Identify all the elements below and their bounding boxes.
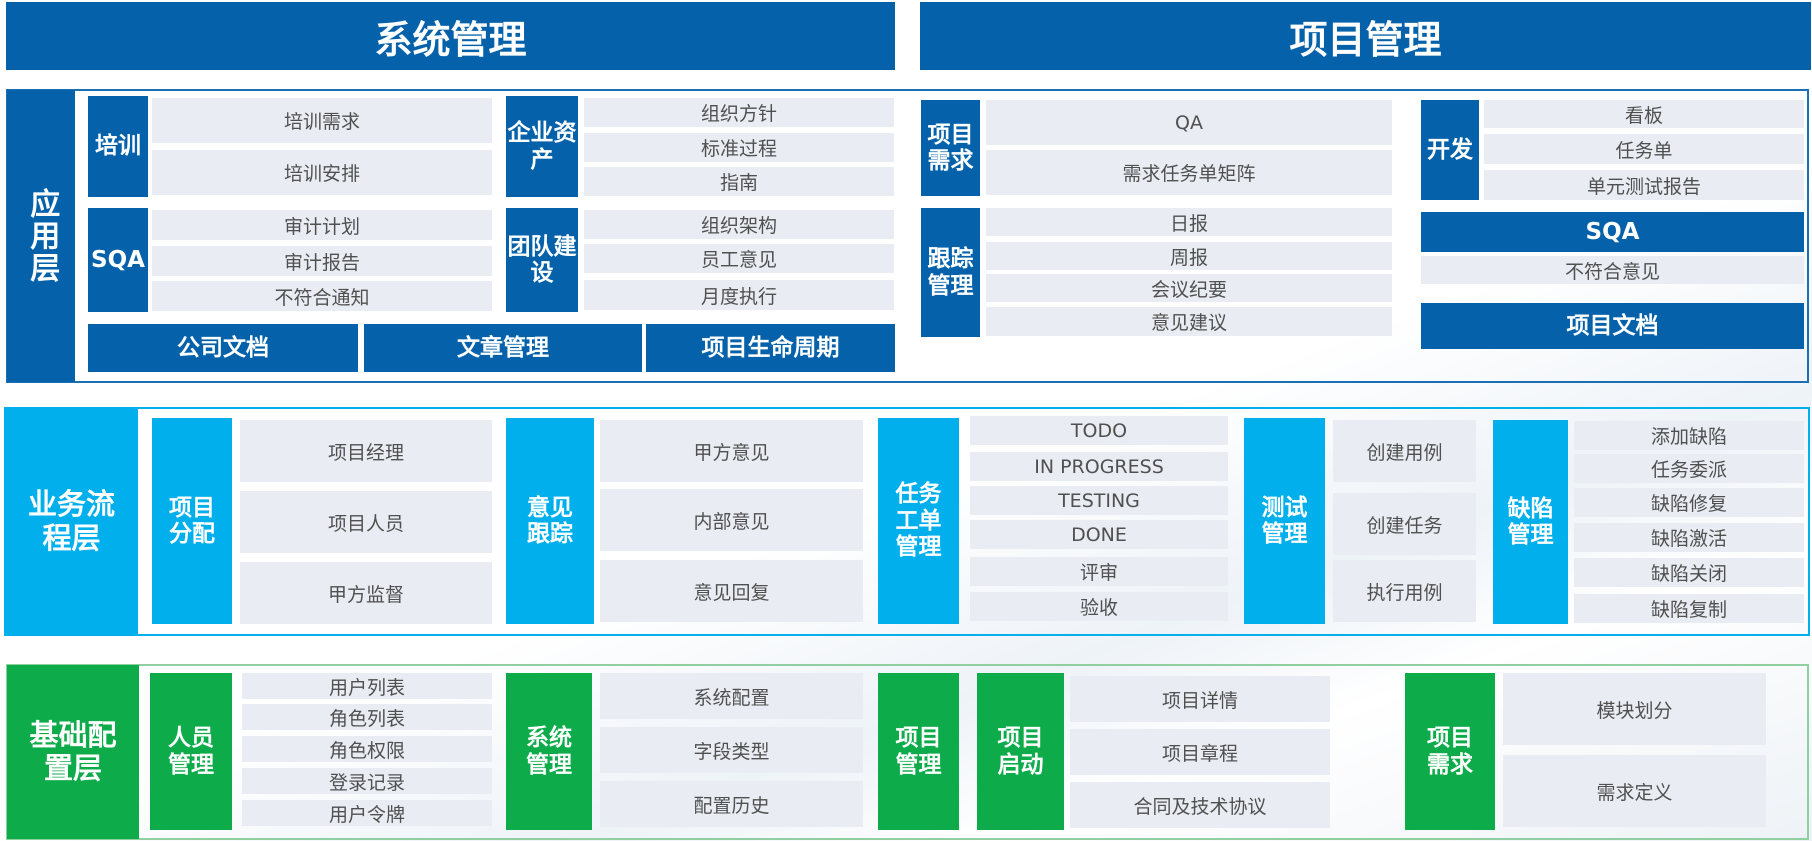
development-item[interactable]: 任务单: [1484, 134, 1804, 164]
project-requirements-item[interactable]: QA: [986, 100, 1392, 145]
tracking-item[interactable]: 意见建议: [986, 307, 1392, 336]
base-project-requirements-item[interactable]: 需求定义: [1503, 755, 1766, 827]
project-assignment-item[interactable]: 项目经理: [240, 420, 492, 482]
training-label: 培训: [88, 96, 148, 197]
development-label: 开发: [1421, 100, 1479, 200]
project-kickoff-item[interactable]: 合同及技术协议: [1070, 782, 1330, 828]
development-item[interactable]: 看板: [1484, 100, 1804, 128]
project-requirements-label: 项目需求: [921, 100, 980, 196]
project-assignment-item[interactable]: 甲方监督: [240, 562, 492, 624]
project-kickoff-label: 项目启动: [977, 673, 1064, 830]
task-ticket-label: 任务工单管理: [878, 418, 959, 624]
task-status-item[interactable]: IN PROGRESS: [970, 452, 1228, 481]
people-management-label: 人员管理: [150, 673, 232, 830]
feedback-item[interactable]: 意见回复: [600, 560, 863, 622]
test-management-label: 测试管理: [1244, 418, 1325, 624]
people-item[interactable]: 角色列表: [242, 704, 492, 730]
project-kickoff-item[interactable]: 项目详情: [1070, 676, 1330, 722]
header-project-management: 项目管理: [920, 2, 1811, 70]
tracking-item[interactable]: 会议纪要: [986, 274, 1392, 302]
base-layer-label: 基础配置层: [7, 665, 139, 839]
tracking-item[interactable]: 周报: [986, 242, 1392, 270]
defect-management-label: 缺陷管理: [1493, 420, 1568, 624]
system-item[interactable]: 配置历史: [600, 781, 863, 827]
team-building-label: 团队建设: [506, 208, 578, 312]
team-building-item[interactable]: 月度执行: [584, 280, 894, 310]
test-item[interactable]: 创建用例: [1333, 420, 1476, 482]
project-kickoff-item[interactable]: 项目章程: [1070, 729, 1330, 775]
team-building-item[interactable]: 员工意见: [584, 244, 894, 273]
enterprise-assets-item[interactable]: 组织方针: [584, 98, 894, 127]
enterprise-assets-label: 企业资产: [506, 96, 578, 197]
project-assignment-label: 项目分配: [152, 418, 232, 624]
project-sqa-bar: SQA: [1421, 212, 1804, 252]
feedback-tracking-label: 意见跟踪: [506, 418, 594, 624]
project-requirements-item[interactable]: 需求任务单矩阵: [986, 150, 1392, 195]
base-project-requirements-item[interactable]: 模块划分: [1503, 673, 1766, 745]
task-status-item[interactable]: 评审: [970, 557, 1228, 586]
people-item[interactable]: 登录记录: [242, 768, 492, 794]
task-status-item[interactable]: DONE: [970, 520, 1228, 549]
defect-item[interactable]: 任务委派: [1574, 454, 1804, 483]
development-item[interactable]: 单元测试报告: [1484, 170, 1804, 200]
people-item[interactable]: 用户列表: [242, 673, 492, 699]
test-item[interactable]: 执行用例: [1333, 560, 1476, 622]
enterprise-assets-item[interactable]: 指南: [584, 167, 894, 196]
feedback-item[interactable]: 内部意见: [600, 489, 863, 551]
sqa-item[interactable]: 审计计划: [152, 210, 492, 240]
sqa-item[interactable]: 不符合通知: [152, 281, 492, 311]
task-status-item[interactable]: 验收: [970, 592, 1228, 621]
biz-layer-label: 业务流程层: [5, 408, 138, 635]
people-item[interactable]: 角色权限: [242, 736, 492, 762]
article-management-bar[interactable]: 文章管理: [364, 324, 642, 372]
defect-item[interactable]: 缺陷复制: [1574, 594, 1804, 623]
training-item[interactable]: 培训需求: [152, 98, 492, 143]
team-building-item[interactable]: 组织架构: [584, 210, 894, 239]
project-lifecycle-bar[interactable]: 项目生命周期: [646, 324, 895, 372]
defect-item[interactable]: 缺陷修复: [1574, 488, 1804, 517]
defect-item[interactable]: 添加缺陷: [1574, 421, 1804, 450]
sqa-item[interactable]: 审计报告: [152, 246, 492, 276]
project-sqa-item[interactable]: 不符合意见: [1421, 256, 1804, 284]
header-system-management: 系统管理: [6, 2, 895, 70]
training-item[interactable]: 培训安排: [152, 150, 492, 195]
project-management-label: 项目管理: [878, 673, 959, 830]
system-management-label: 系统管理: [506, 673, 592, 830]
people-item[interactable]: 用户令牌: [242, 800, 492, 826]
tracking-management-label: 跟踪管理: [921, 208, 980, 337]
system-item[interactable]: 字段类型: [600, 727, 863, 773]
project-docs-bar[interactable]: 项目文档: [1421, 303, 1804, 349]
task-status-item[interactable]: TESTING: [970, 486, 1228, 515]
test-item[interactable]: 创建任务: [1333, 493, 1476, 555]
feedback-item[interactable]: 甲方意见: [600, 420, 863, 482]
defect-item[interactable]: 缺陷激活: [1574, 523, 1804, 552]
enterprise-assets-item[interactable]: 标准过程: [584, 133, 894, 162]
project-assignment-item[interactable]: 项目人员: [240, 491, 492, 553]
system-item[interactable]: 系统配置: [600, 673, 863, 719]
task-status-item[interactable]: TODO: [970, 416, 1228, 445]
app-layer-label: 应用层: [7, 90, 75, 382]
sqa-label: SQA: [88, 208, 148, 312]
base-project-requirements-label: 项目需求: [1405, 673, 1495, 830]
defect-item[interactable]: 缺陷关闭: [1574, 558, 1804, 587]
company-docs-bar[interactable]: 公司文档: [88, 324, 358, 372]
tracking-item[interactable]: 日报: [986, 208, 1392, 236]
